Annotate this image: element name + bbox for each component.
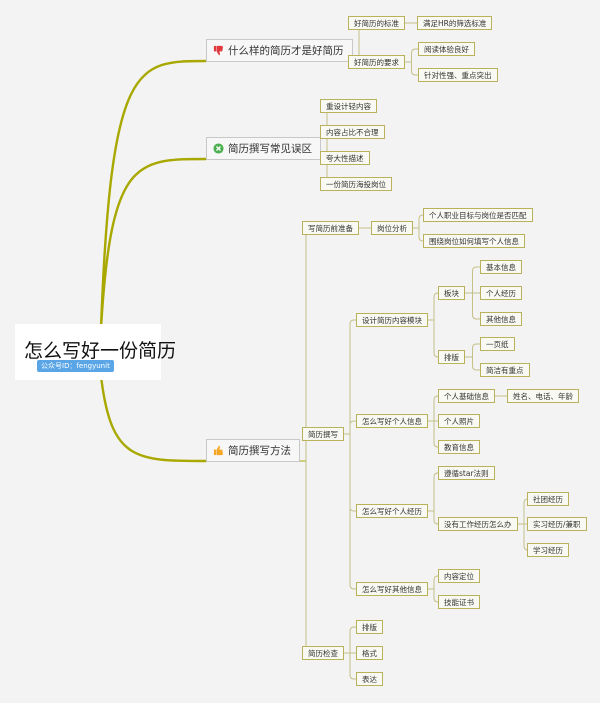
account-badge: 公众号ID：fengyunit <box>37 360 114 372</box>
node-resume-check[interactable]: 简历检查 <box>302 646 344 660</box>
node-content-positioning[interactable]: 内容定位 <box>438 569 480 583</box>
root-node[interactable]: 怎么写好一份简历 公众号ID：fengyunit <box>15 324 176 380</box>
root-title: 怎么写好一份简历 <box>24 340 177 362</box>
connector-line <box>99 157 207 329</box>
node-design-over-content[interactable]: 重设计轻内容 <box>320 99 377 113</box>
node-fill-info[interactable]: 围绕岗位如何填写个人信息 <box>423 234 525 248</box>
branch-writing-method[interactable]: 简历撰写方法 <box>206 439 300 462</box>
connector-line <box>433 472 439 511</box>
node-reading-experience[interactable]: 阅读体验良好 <box>418 42 475 56</box>
node-personal-experience[interactable]: 个人经历 <box>480 286 522 300</box>
connector-line <box>433 511 439 525</box>
node-basic-personal-info[interactable]: 个人基础信息 <box>438 389 495 403</box>
node-check-format[interactable]: 格式 <box>356 646 383 660</box>
branch-label: 什么样的简历才是好简历 <box>228 45 344 57</box>
connector-line <box>349 319 356 434</box>
x-circle-icon <box>213 143 224 154</box>
connector-line <box>433 589 439 603</box>
connector-line <box>349 420 356 434</box>
node-one-page[interactable]: 一页纸 <box>480 337 515 351</box>
connector-line <box>302 461 311 654</box>
node-education[interactable]: 教育信息 <box>438 440 480 454</box>
connector-line <box>418 214 424 228</box>
connector-line <box>472 293 480 320</box>
node-star-method[interactable]: 遵循star法则 <box>438 466 495 480</box>
connector-line <box>411 62 418 76</box>
connector-line <box>349 626 356 653</box>
connector-line <box>349 434 356 590</box>
branch-label: 简历撰写方法 <box>228 445 291 457</box>
branch-good-resume[interactable]: 什么样的简历才是好简历 <box>206 39 353 62</box>
connector-line <box>433 395 439 421</box>
connector-line <box>472 266 480 293</box>
node-exaggeration[interactable]: 夸大性描述 <box>320 151 370 165</box>
branch-common-mistakes[interactable]: 简历撰写常见误区 <box>206 137 321 160</box>
connector-line <box>99 59 207 329</box>
node-name-phone-age[interactable]: 姓名、电话、年龄 <box>507 389 579 403</box>
connector-line <box>418 228 424 242</box>
node-personal-info-howto[interactable]: 怎么写好个人信息 <box>356 414 428 428</box>
node-goal-match[interactable]: 个人职业目标与岗位是否匹配 <box>423 208 533 222</box>
node-skill-certificates[interactable]: 技能证书 <box>438 595 480 609</box>
node-preparation[interactable]: 写简历前准备 <box>302 221 359 235</box>
node-writing[interactable]: 简历撰写 <box>302 427 344 441</box>
node-mass-apply[interactable]: 一份简历海投岗位 <box>320 177 392 191</box>
connector-line <box>472 343 480 357</box>
node-other-info-howto[interactable]: 怎么写好其他信息 <box>356 582 428 596</box>
node-no-work-experience[interactable]: 没有工作经历怎么办 <box>438 517 518 531</box>
connector-line <box>433 292 439 320</box>
node-concise[interactable]: 简洁有重点 <box>480 363 530 377</box>
branch-label: 简历撰写常见误区 <box>228 143 312 155</box>
node-experience-howto[interactable]: 怎么写好个人经历 <box>356 504 428 518</box>
node-meet-hr-criteria[interactable]: 满足HR的筛选标准 <box>417 16 493 30</box>
node-photo[interactable]: 个人照片 <box>438 414 480 428</box>
connector-line <box>349 653 356 680</box>
connector-line <box>433 575 439 589</box>
node-good-resume-standard[interactable]: 好简历的标准 <box>348 16 405 30</box>
node-good-resume-requirements[interactable]: 好简历的要求 <box>348 55 405 69</box>
node-layout[interactable]: 排版 <box>438 350 465 364</box>
node-basic-info[interactable]: 基本信息 <box>480 260 522 274</box>
node-targeted-focused[interactable]: 针对性强、重点突出 <box>418 68 498 82</box>
node-club-experience[interactable]: 社团经历 <box>527 492 569 506</box>
node-internship[interactable]: 实习经历/兼职 <box>527 517 587 531</box>
node-check-expression[interactable]: 表达 <box>356 672 383 686</box>
connector-line <box>349 434 356 512</box>
connector-line <box>433 421 439 448</box>
connector-line <box>472 357 480 371</box>
node-content-ratio[interactable]: 内容占比不合理 <box>320 125 385 139</box>
node-sections[interactable]: 板块 <box>438 286 465 300</box>
connector-line <box>433 320 439 358</box>
connector-line <box>411 48 418 62</box>
connector-line <box>99 375 207 463</box>
node-study-experience[interactable]: 学习经历 <box>527 543 569 557</box>
node-check-layout[interactable]: 排版 <box>356 620 383 634</box>
thumbs-up-icon <box>213 445 223 456</box>
node-content-modules[interactable]: 设计简历内容模块 <box>356 313 428 327</box>
thumbs-down-icon <box>213 45 223 56</box>
node-other-info[interactable]: 其他信息 <box>480 312 522 326</box>
node-position-analysis[interactable]: 岗位分析 <box>371 221 413 235</box>
